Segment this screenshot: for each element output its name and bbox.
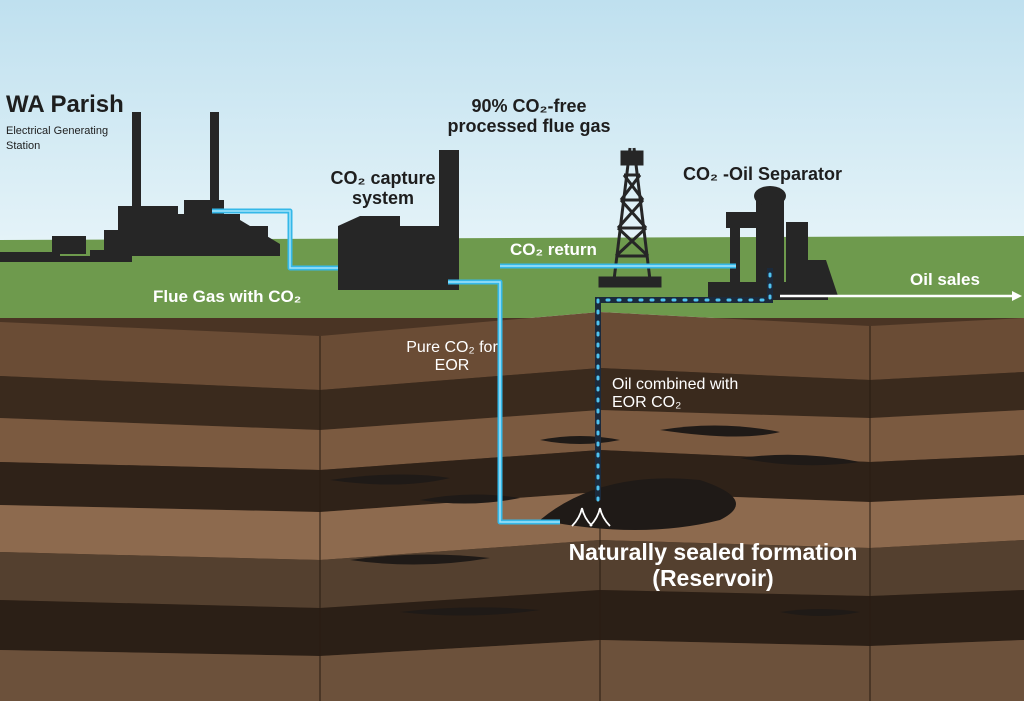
oil-derrick-icon <box>598 147 662 288</box>
separator-label: CO₂ -Oil Separator <box>683 164 843 184</box>
oil-sales-label: Oil sales <box>910 270 980 289</box>
plant-title: WA Parish <box>6 91 124 118</box>
injection-symbol-icon <box>571 507 611 527</box>
co2-return-label: CO₂ return <box>510 240 597 259</box>
oil-sales-arrow <box>780 291 1022 301</box>
capture-system-icon <box>338 150 459 290</box>
power-plant-icon <box>104 112 280 256</box>
co2-flow-highlights <box>212 210 736 523</box>
oil-combined-label: Oil combined with EOR CO₂ <box>612 376 739 411</box>
background-scrub <box>0 236 132 262</box>
oil-return-pipe <box>595 266 773 502</box>
sky <box>0 0 1024 240</box>
reservoir-label: Naturally sealed formation (Reservoir) <box>568 539 858 591</box>
soil-layers <box>0 312 1024 701</box>
pure-co2-label: Pure CO₂ for EOR <box>406 339 498 374</box>
capture-system-label: CO₂ capture system <box>330 168 436 209</box>
oil-pockets <box>330 425 860 616</box>
plant-subtitle: Electrical Generating Station <box>6 125 109 152</box>
flue-gas-label: Flue Gas with CO₂ <box>153 287 302 306</box>
co2-free-gas-label: 90% CO₂-free processed flue gas <box>447 96 611 137</box>
separator-icon <box>708 186 838 300</box>
